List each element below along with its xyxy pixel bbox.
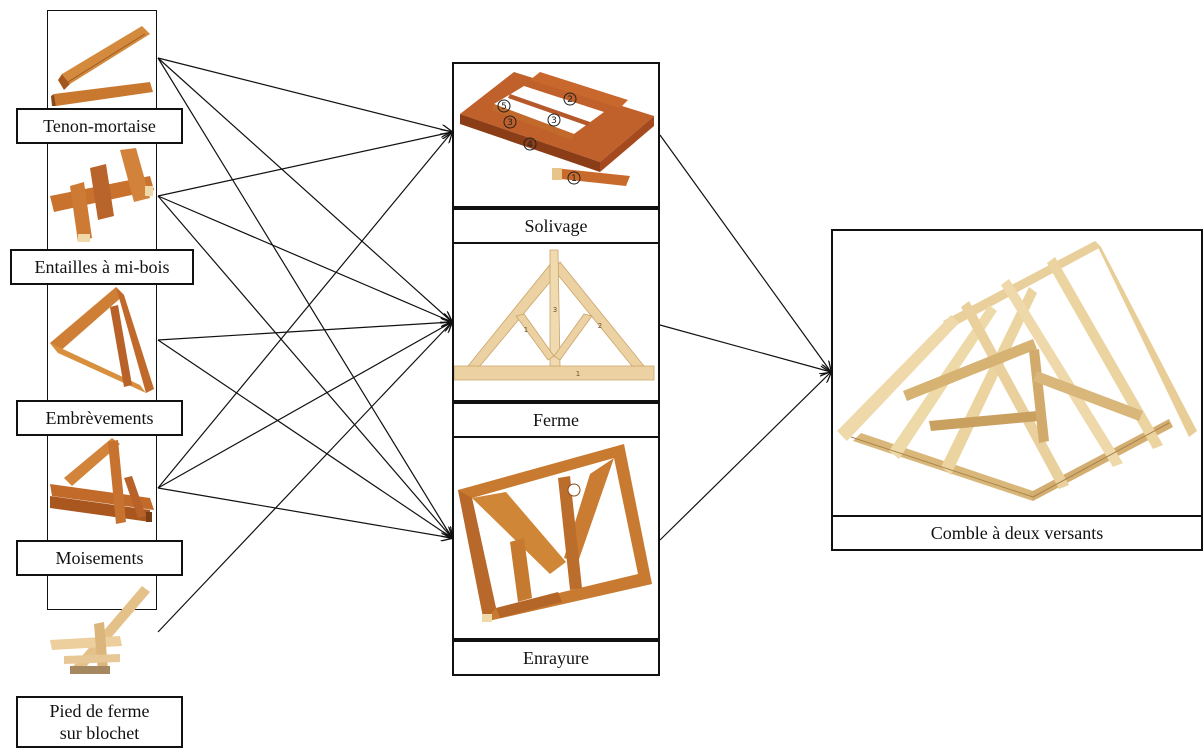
solivage-marker-1: 1 [571,174,577,184]
joint-label-pied-line-1: Pied de ferme [49,701,150,721]
arrow-moisements-to-ferme [157,322,452,489]
solivage-marker-3a: 3 [551,116,557,126]
arrow-tenon-to-solivage [157,57,452,132]
arrow-entailles-to-ferme [157,195,452,322]
arrow-entailles-to-solivage [157,132,452,197]
joist-frame-image: 2 5 3 3 4 1 [460,72,654,186]
solivage-marker-5: 5 [501,102,507,112]
truss-foot-on-blochet-image [50,586,150,674]
joint-label-moisements: Moisements [16,540,183,576]
tenon-mortise-joint-image [51,26,153,106]
arrow-tenon-to-enrayure [157,57,452,538]
clamped-beam-joint-image [50,438,154,524]
ferme-marker-2: 2 [598,322,602,330]
arrow-moisements-to-enrayure [157,487,452,538]
arrow-moisements-to-solivage [157,132,452,489]
solivage-marker-3b: 3 [507,118,513,128]
arrow-pied-to-ferme [157,322,452,633]
arrow-ferme-to-comble [659,324,831,372]
arrow-entailles-to-enrayure [157,195,452,538]
joint-label-entailles-a-mi-bois: Entailles à mi-bois [10,249,194,285]
enrayure-image-frame [452,438,660,640]
solivage-marker-2: 2 [567,95,573,105]
ferme-image-frame: 1 2 3 1 [452,244,660,402]
comble-image-frame [831,229,1203,517]
half-lap-joint-image [50,148,154,242]
assembly-label-ferme: Ferme [452,402,660,438]
solivage-marker-4: 4 [527,140,533,150]
joint-label-pied-line-2: sur blochet [59,723,140,743]
roof-truss-image: 1 2 3 1 [453,249,655,381]
birdsmouth-joint-image [50,287,154,393]
arrow-embrevements-to-enrayure [157,339,452,538]
result-label-comble: Comble à deux versants [831,515,1203,551]
arrow-tenon-to-ferme [157,57,452,322]
enrayure-frame-image [458,444,652,622]
joint-label-pied-de-ferme: Pied de ferme sur blochet [16,696,183,748]
solivage-image-frame: 2 5 3 3 4 1 [452,62,660,208]
ferme-marker-1: 1 [524,326,528,334]
arrow-solivage-to-comble [659,134,831,372]
assembly-label-solivage: Solivage [452,208,660,244]
arrow-embrevements-to-ferme [157,322,452,341]
assembly-label-enrayure: Enrayure [452,640,660,676]
gable-roof-frame-image [837,241,1197,501]
arrow-enrayure-to-comble [659,372,831,541]
joint-label-embrevements: Embrèvements [16,400,183,436]
ferme-marker-3: 3 [553,306,557,314]
ferme-marker-1b: 1 [576,370,580,378]
joint-label-tenon-mortaise: Tenon-mortaise [16,108,183,144]
